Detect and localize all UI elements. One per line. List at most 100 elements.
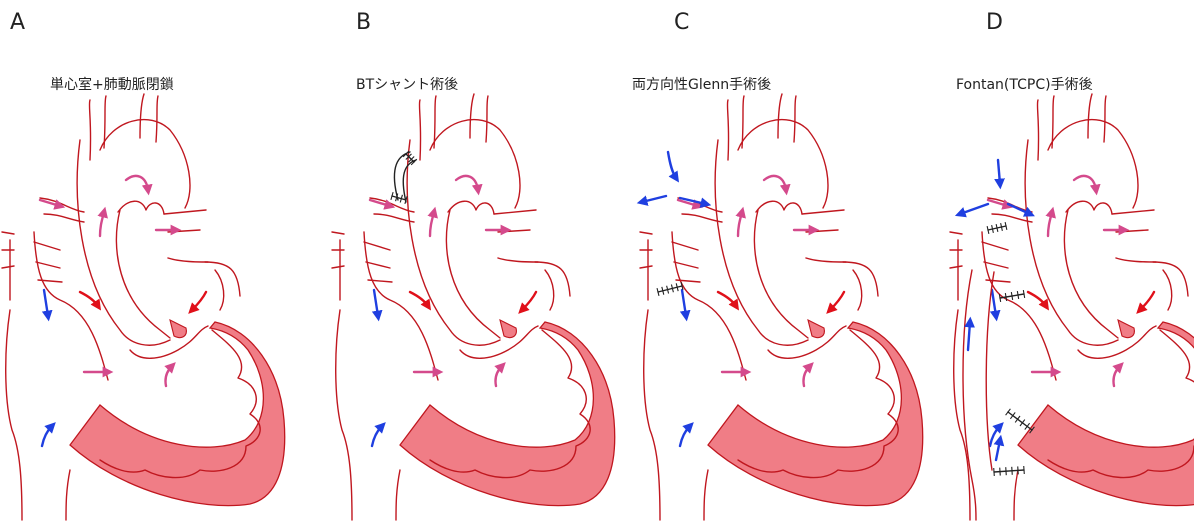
panel-b: B BTシャント術後 xyxy=(298,0,596,522)
flow-arrow-arch xyxy=(1074,176,1096,190)
flow-arrow-lpa-d xyxy=(960,204,988,214)
flow-arrow-pv-right xyxy=(1140,292,1154,310)
suture-stitch xyxy=(1023,290,1024,298)
valve-leaflet xyxy=(170,320,186,338)
left-atrium-wall xyxy=(1153,262,1188,310)
aortic-arch xyxy=(100,120,190,208)
suture-stitch xyxy=(1006,467,1007,475)
flow-arrow-subclavian xyxy=(988,200,1008,206)
flow-arrow-ventricle xyxy=(1113,366,1120,386)
flow-arrow-pv-left xyxy=(718,292,736,306)
flow-arrow-pv-left xyxy=(410,292,428,306)
flow-arrow-glenn xyxy=(668,152,676,178)
pulmonary-branches xyxy=(802,210,846,262)
pulmonary-vein-stubs xyxy=(950,232,1010,282)
aorta-left-wall xyxy=(1025,140,1118,345)
panel-c: C 両方向性Glenn手術後 xyxy=(596,0,894,522)
suture-stitch xyxy=(1024,466,1025,474)
flow-arrow-svc-d xyxy=(998,160,1000,184)
flow-arrow-ivc xyxy=(372,426,382,446)
flow-arrow-pv-left xyxy=(80,292,98,306)
suture-stitch xyxy=(1025,423,1030,429)
left-atrium-wall xyxy=(535,262,570,310)
pulmonary-vein-stubs xyxy=(640,232,700,282)
flow-arrow-ventricle xyxy=(495,366,502,386)
suture-stitch xyxy=(1020,420,1025,426)
flow-arrow-aorta xyxy=(738,212,742,236)
valve-leaflet xyxy=(808,320,824,338)
aortic-valve xyxy=(448,201,494,214)
suture-line xyxy=(1008,412,1032,430)
ventricle-wall xyxy=(1018,322,1194,506)
ivc-right-wall xyxy=(1014,470,1018,520)
aortic-arch xyxy=(738,120,828,208)
flow-arrow-pv-right xyxy=(830,292,844,310)
valve-leaflet xyxy=(500,320,516,338)
aorta-left-wall xyxy=(715,140,808,345)
flow-arrow-svc xyxy=(682,290,686,316)
suture-stitch xyxy=(1011,292,1012,300)
suture-stitch xyxy=(994,468,995,476)
flow-arrow-aorta xyxy=(1048,212,1052,236)
ivc-right-wall xyxy=(66,470,70,520)
ivc-right-wall xyxy=(396,470,400,520)
fontan-conduit xyxy=(963,270,994,520)
heart-diagram-c xyxy=(596,0,894,522)
suture-stitch xyxy=(1015,416,1020,422)
panel-d: D Fontan(TCPC)手術後 xyxy=(894,0,1192,522)
flow-arrow-ivc xyxy=(42,426,52,446)
pulmonary-vein-stubs xyxy=(332,232,392,282)
atrioventricular-valve xyxy=(130,326,208,358)
ivc-right-wall xyxy=(704,470,708,520)
suture-line xyxy=(392,196,406,200)
aorta-left-wall xyxy=(407,140,500,345)
left-atrium-wall xyxy=(205,262,240,310)
flow-arrow-ivc-d xyxy=(996,440,1000,460)
heart-diagram-a xyxy=(0,0,298,522)
aortic-arch xyxy=(1048,120,1138,208)
flow-arrow-pv-right xyxy=(522,292,536,310)
suture-stitch xyxy=(1005,293,1006,301)
flow-arrow-svc xyxy=(374,290,378,316)
aortic-valve xyxy=(756,201,802,214)
valve-leaflet xyxy=(1118,320,1134,338)
right-atrium-wall xyxy=(336,310,352,520)
flow-arrow-pv-left xyxy=(1028,292,1046,306)
flow-arrow-subclavian xyxy=(370,200,390,206)
heart-diagram-d xyxy=(894,0,1192,522)
aorta-left-wall xyxy=(77,140,170,345)
suture-stitch xyxy=(1012,467,1013,475)
suture-line xyxy=(994,470,1024,472)
pulmonary-branches xyxy=(1112,210,1156,262)
flow-arrow-arch xyxy=(764,176,786,190)
flow-arrow-lpa xyxy=(642,196,666,202)
right-atrium-wall xyxy=(644,310,660,520)
pulmonary-vein-stubs xyxy=(2,232,62,282)
flow-arrow-conduit xyxy=(968,322,970,350)
flow-arrow-ivc xyxy=(680,426,690,446)
atrioventricular-valve xyxy=(460,326,538,358)
pulmonary-branches xyxy=(164,210,208,262)
heart-diagram-b xyxy=(298,0,596,522)
atrioventricular-valve xyxy=(768,326,846,358)
pulmonary-branches xyxy=(494,210,538,262)
flow-arrow-ventricle xyxy=(803,366,810,386)
flow-arrow-subclavian xyxy=(40,200,60,206)
aortic-valve xyxy=(1066,201,1112,214)
flow-arrow-arch xyxy=(126,176,148,190)
flow-arrow-arch xyxy=(456,176,478,190)
right-atrium-wall xyxy=(6,310,22,520)
aortic-arch xyxy=(430,120,520,208)
suture-line xyxy=(658,286,682,292)
suture-stitch xyxy=(1006,409,1011,415)
suture-stitch xyxy=(1017,291,1018,299)
flow-arrow-ventricle xyxy=(165,366,172,386)
flow-arrow-svc xyxy=(992,290,996,316)
flow-arrow-aorta xyxy=(430,212,434,236)
suture-stitch xyxy=(1018,466,1019,474)
aortic-valve xyxy=(118,201,164,214)
suture-stitch xyxy=(1000,468,1001,476)
atrioventricular-valve xyxy=(1078,326,1156,358)
flow-arrow-aorta xyxy=(100,212,104,236)
panel-a: A 単心室+肺動脈閉鎖 xyxy=(0,0,298,522)
